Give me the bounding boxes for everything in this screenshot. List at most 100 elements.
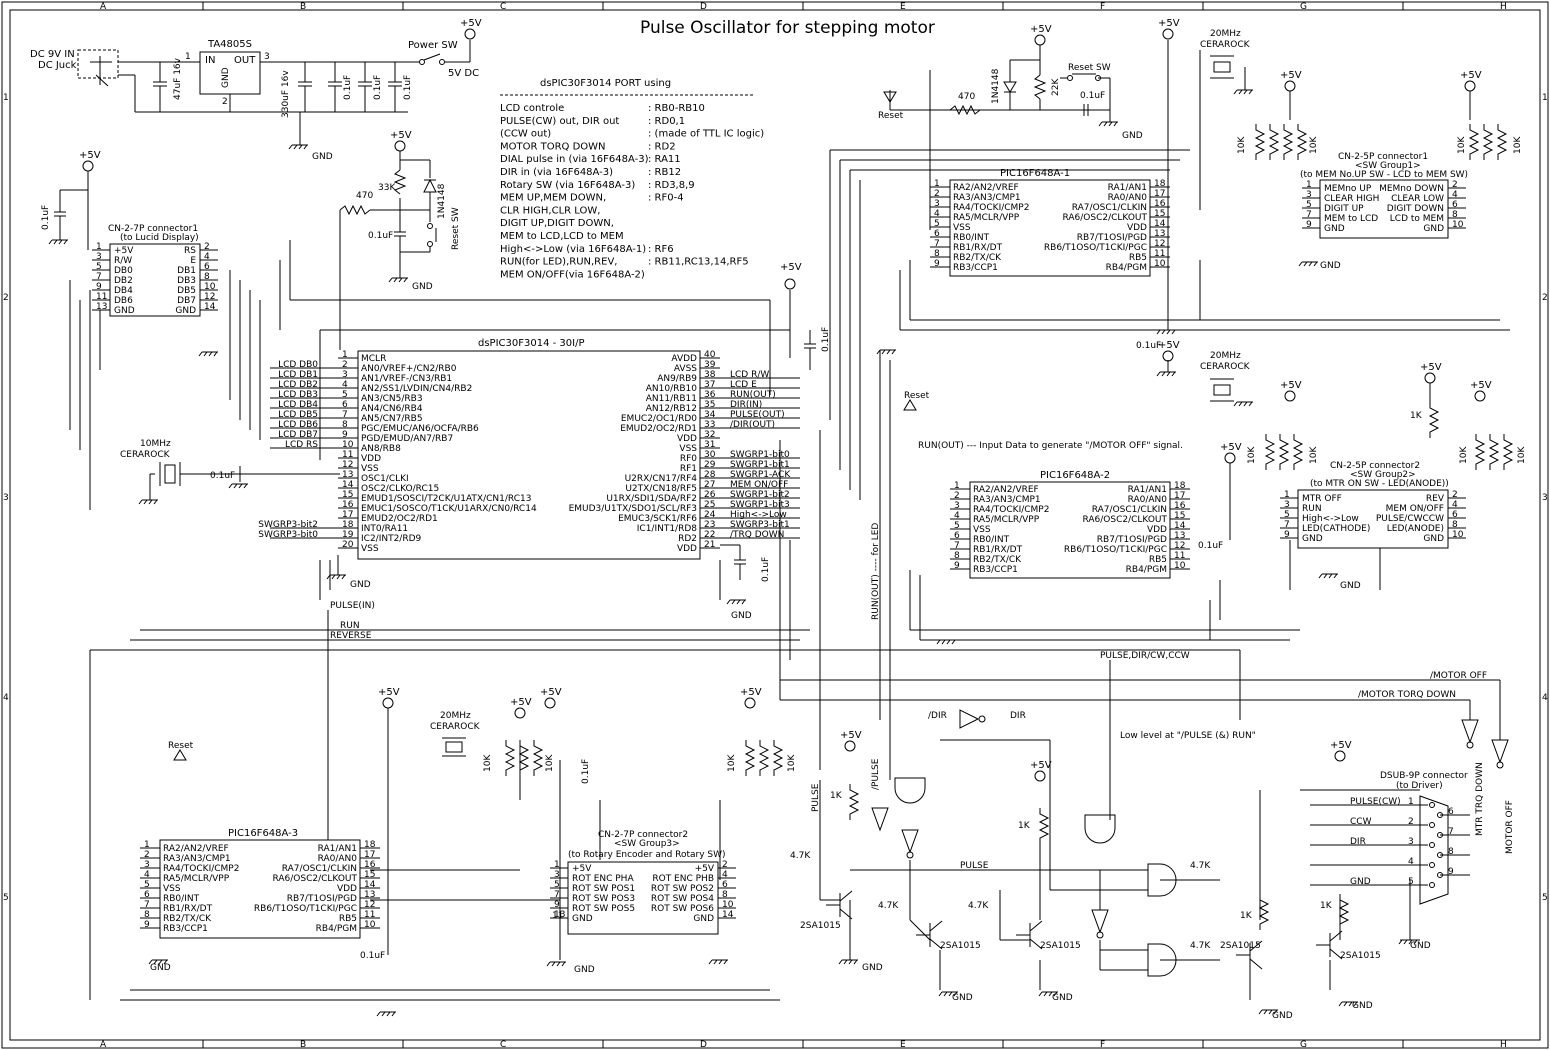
svg-text:+5V: +5V [840, 730, 862, 741]
svg-text:3: 3 [264, 52, 270, 62]
svg-text:MTR TRQ DOWN: MTR TRQ DOWN [1475, 762, 1485, 836]
pin-name: RB1/RX/DT [973, 545, 1023, 555]
frame-col-label: C [500, 1040, 506, 1050]
pin-name: AN12/RB12 [646, 404, 697, 414]
dspic-reset-circuit: +5V 33K 1N4148 470 0.1uF Reset SW GND [339, 130, 461, 350]
pin-name: RA2/AN2/VREF [973, 485, 1039, 495]
pin-number: 11 [342, 450, 353, 460]
pin-number: 14 [1174, 521, 1186, 531]
pin-number: 10 [1174, 561, 1186, 571]
svg-text:470: 470 [958, 92, 975, 102]
port-row-label: MEM ON/OFF(via 16F648A-2) [500, 269, 645, 280]
pin-name: DB2 [114, 276, 133, 286]
pin-number: 30 [704, 450, 716, 460]
pin-name: MTR OFF [1302, 494, 1342, 504]
pin-number: 11 [1174, 551, 1185, 561]
svg-text:PULSE(IN): PULSE(IN) [330, 601, 375, 611]
pin-number: 13 [1154, 229, 1165, 239]
pin-number: 14 [722, 910, 734, 920]
pin-number: 5 [1408, 877, 1414, 887]
pin-name: EMUD1/SOSCI/T2CK/U1ATX/CN1/RC13 [361, 494, 531, 504]
pin-name: PULSE(CW) [1350, 797, 1401, 807]
pin-number: 28 [704, 470, 716, 480]
pin-name: DB0 [114, 266, 133, 276]
frame-row-label: 1 [1542, 93, 1548, 103]
svg-text:0.1uF: 0.1uF [343, 75, 353, 100]
pin-name: RB5 [339, 914, 357, 924]
pin-number: 29 [704, 460, 716, 470]
pin-number: 9 [96, 282, 102, 292]
pin-name: PGC/EMUC/AN6/OCFA/RB6 [361, 424, 479, 434]
pin-number: 14 [364, 880, 376, 890]
pin-name: VSS [361, 464, 379, 474]
svg-text:+5V: +5V [79, 150, 101, 161]
svg-text:GND: GND [412, 282, 433, 292]
port-usage-table: dsPIC30F3014 PORT using LCD controle: RB… [500, 78, 764, 280]
svg-text:20MHz: 20MHz [1210, 351, 1241, 361]
resistor [1482, 124, 1494, 160]
pin-name: RB2/TX/CK [163, 914, 212, 924]
port-row-value: : RB12 [648, 167, 681, 178]
pin-number: 2 [204, 242, 210, 252]
pin-number: 7 [1448, 827, 1454, 837]
svg-text:10K: 10K [483, 754, 493, 772]
svg-text:+5V: +5V [1220, 442, 1242, 453]
pin-name: VDD [677, 544, 697, 554]
svg-text:CN-2-5P connector2: CN-2-5P connector2 [1330, 461, 1420, 471]
pin-number: 7 [342, 410, 348, 420]
pin-number: 12 [1174, 541, 1185, 551]
resistor-symbols [504, 124, 1514, 930]
pin-number: 4 [934, 209, 940, 219]
svg-text:10K: 10K [1459, 446, 1469, 464]
pin-name: OSC2/CLKO/RC15 [361, 484, 439, 494]
inner-frame [9, 9, 1541, 1041]
pin-name: DB6 [114, 296, 133, 306]
pin-number: 7 [1306, 210, 1312, 220]
svg-text:0.1uF: 0.1uF [581, 759, 591, 784]
frame-col-label: E [900, 1040, 906, 1050]
pin-name: VSS [973, 525, 991, 535]
pin-number: 12 [342, 460, 353, 470]
port-row-value: : RB11,RC13,14,RF5 [648, 257, 749, 268]
svg-text:GND: GND [1052, 993, 1073, 1003]
pin-number: 18 [1154, 179, 1166, 189]
net-wires [48, 70, 1510, 1017]
pin-name: RA0/AN0 [1108, 193, 1148, 203]
resistor [1264, 434, 1276, 470]
port-row-label: DIR in (via 16F648A-3) [500, 167, 613, 178]
pin-name: ROT SW POS6 [651, 904, 714, 914]
svg-text:CN-2-7P connector1: CN-2-7P connector1 [108, 224, 198, 234]
pin-number: 3 [342, 370, 348, 380]
pin-name: RB6/T1OSO/T1CKI/PGC [1044, 243, 1147, 253]
svg-text:470: 470 [356, 191, 373, 201]
pin-name: AN1/VREF-/CN3/RB1 [361, 374, 452, 384]
pin-name: ROT SW POS3 [572, 894, 635, 904]
regulator-name: TA4805S [207, 39, 252, 50]
pin-name: MCLR [361, 354, 386, 364]
frame-row-label: 3 [3, 493, 9, 503]
dsub-9p-connector: DSUB-9P connector (to Driver) 1PULSE(CW)… [1310, 771, 1470, 905]
svg-text:330uF 16v: 330uF 16v [281, 70, 291, 118]
svg-text:10K: 10K [1513, 136, 1523, 154]
pin-name: VSS [679, 444, 697, 454]
pin-number: 7 [1284, 520, 1290, 530]
pin-number: 10 [1154, 259, 1166, 269]
power-caps [153, 62, 402, 112]
resistor [1282, 124, 1294, 160]
net-label: SWGRP3-bit0 [258, 530, 318, 540]
svg-text:PULSE,DIR/CW,CCW: PULSE,DIR/CW,CCW [1100, 651, 1190, 661]
frame-row-label: 3 [1542, 493, 1548, 503]
pin-name: REV [1426, 494, 1445, 504]
run-led-note: RUN(OUT) ---- for LED [871, 523, 881, 620]
resistor [532, 740, 544, 776]
pin-name: GND [114, 306, 135, 316]
svg-text:+5V: +5V [1158, 340, 1180, 351]
pin-name: RA7/OSC1/CLKIN [282, 864, 357, 874]
pin-name: GND [1302, 534, 1323, 544]
port-row-label: Rotary SW (via 16F648A-3) [500, 180, 635, 191]
pin-number: 2 [1452, 490, 1458, 500]
pin-number: 17 [1154, 189, 1165, 199]
svg-text:+5V: +5V [1280, 380, 1302, 391]
pin-number: 34 [704, 410, 716, 420]
port-row-value: : RF0-4 [648, 193, 684, 204]
